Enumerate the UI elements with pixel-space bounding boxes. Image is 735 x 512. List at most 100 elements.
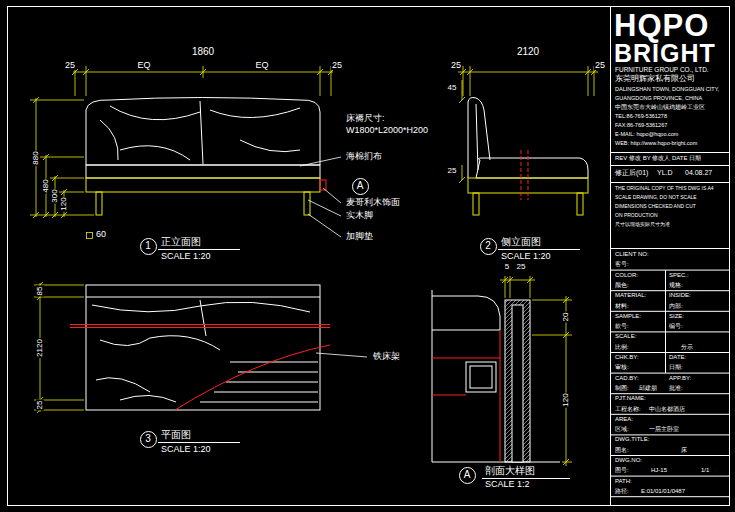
title-block-text: SCALE: — [614, 333, 637, 339]
dimension-text: 85 — [36, 286, 44, 297]
sheet-frame — [610, 6, 611, 506]
title-block-text: DWG.NO: — [614, 457, 643, 463]
dimension-lines — [563, 297, 569, 465]
dimension-text: 20 — [562, 312, 570, 323]
title-block-text: 规格: — [668, 282, 684, 288]
dimension-lines — [331, 66, 332, 96]
title-block-text: 款号: — [614, 323, 630, 329]
revision-text: 修正后(01) — [614, 169, 649, 176]
scale-text: SCALE 1:2 — [484, 480, 531, 489]
sheet-frame — [8, 6, 730, 506]
title-block-text: 床 — [680, 447, 688, 453]
sofa-bed-side-view — [577, 193, 583, 215]
sofa-bed-plan — [86, 285, 320, 410]
title-block-text: 批准: — [668, 385, 684, 391]
title-block-text: 比例: — [614, 344, 630, 350]
sheet-frame — [610, 455, 729, 456]
drawing-note: 尺寸以现场实际尺寸为准 — [614, 222, 671, 227]
view-marker-circle: A — [352, 178, 369, 195]
address-text: FAX:86-769-5361267 — [614, 123, 668, 129]
dimension-lines — [30, 100, 84, 101]
sofa-bed-side-view — [476, 158, 588, 178]
sofa-bed-elevation — [86, 98, 320, 166]
title-block-text: 路径: — [614, 488, 630, 494]
marker-letter: 3 — [145, 434, 151, 444]
section-detail — [500, 330, 501, 462]
title-block-text: SPEC.: — [668, 272, 690, 278]
sofa-bed-side-view — [473, 193, 479, 215]
marker-letter: A — [464, 470, 471, 480]
title-block-text: 分示 — [680, 344, 694, 350]
leader-lines — [308, 214, 341, 237]
section-detail — [470, 366, 492, 388]
view-marker-circle: 1 — [140, 238, 157, 255]
sheet-frame — [610, 373, 729, 374]
logo-text: BRIGHT — [613, 41, 717, 66]
marker-letter: 1 — [145, 241, 151, 251]
title-block-text: 工程名称: — [614, 406, 642, 412]
title-block-text: PJT.NAME: — [614, 395, 647, 401]
dimension-lines — [502, 277, 533, 283]
leader-lines — [316, 353, 367, 357]
view-title-underline — [158, 250, 580, 479]
marker-letter: A — [357, 181, 364, 191]
dimension-text: EQ — [254, 61, 269, 70]
sheet-frame — [610, 352, 729, 353]
dimension-text: EQ — [136, 61, 151, 70]
dimension-text: 25 — [331, 61, 343, 70]
title-block-text: 审核: — [614, 364, 630, 370]
sofa-bed-plan — [226, 382, 318, 383]
dimension-lines — [75, 66, 76, 96]
sheet-frame — [610, 182, 729, 183]
sofa-bed-elevation — [110, 106, 200, 120]
sofa-bed-plan — [96, 378, 150, 392]
view-marker-circle: 2 — [480, 238, 497, 255]
section-detail — [466, 362, 496, 392]
dimension-lines — [462, 165, 463, 180]
dimension-lines — [30, 66, 598, 466]
sheet-frame — [610, 496, 729, 497]
dimension-text: 45 — [447, 84, 458, 92]
sheet-frame — [8, 7, 730, 506]
leader-lines — [323, 188, 341, 203]
view-title: 侧立面图 — [500, 237, 542, 247]
sheet-frame — [610, 270, 729, 271]
scale-text: SCALE 1:20 — [160, 252, 212, 261]
address-text: DALINGSHAN TOWN, DONGGUAN CITY, — [614, 87, 720, 93]
dimension-lines — [460, 69, 597, 75]
dimension-lines — [463, 66, 464, 96]
dimension-text: 2120 — [516, 47, 540, 57]
dimension-text: 25 — [594, 61, 606, 70]
revision-header: REV 修改 BY 修改人 DATE 日期 — [614, 155, 702, 161]
sheet-frame — [610, 414, 729, 415]
view-title-underline — [158, 249, 240, 250]
title-block-text: 邱建朋 — [638, 385, 658, 391]
dimension-lines — [34, 297, 84, 298]
dimension-lines — [86, 66, 87, 96]
sofa-bed-elevation — [210, 108, 300, 118]
title-block-text: PATH: — [614, 478, 633, 484]
section-detail — [432, 290, 560, 462]
section-detail — [432, 462, 560, 463]
title-block-text: APP.BY: — [668, 375, 692, 381]
dimension-text: 25 — [447, 167, 458, 175]
dimension-lines — [459, 97, 465, 183]
title-block-text: 日期: — [668, 364, 684, 370]
sofa-bed-elevation — [86, 98, 326, 216]
title-block-text: INSIDE: — [668, 292, 692, 298]
title-block-text: 内部: — [668, 303, 684, 309]
dimension-lines — [562, 462, 572, 463]
sheet-frame — [610, 434, 729, 435]
note-text: 铁床架 — [372, 352, 401, 361]
address-text: E-MAIL: hqpo@hqpo.com — [614, 132, 679, 138]
dimension-text: 120 — [60, 196, 68, 211]
sofa-bed-plan — [200, 300, 206, 336]
sofa-bed-side-view — [476, 104, 478, 170]
sofa-bed-elevation — [86, 178, 320, 192]
title-block-text: MATERIAL: — [614, 292, 647, 298]
note-text: 床褥尺寸: — [345, 114, 386, 123]
view-title-underline — [158, 442, 240, 443]
dimension-text: 300 — [51, 188, 59, 203]
sofa-bed-side-view — [468, 98, 588, 216]
sofa-bed-elevation — [86, 165, 320, 178]
